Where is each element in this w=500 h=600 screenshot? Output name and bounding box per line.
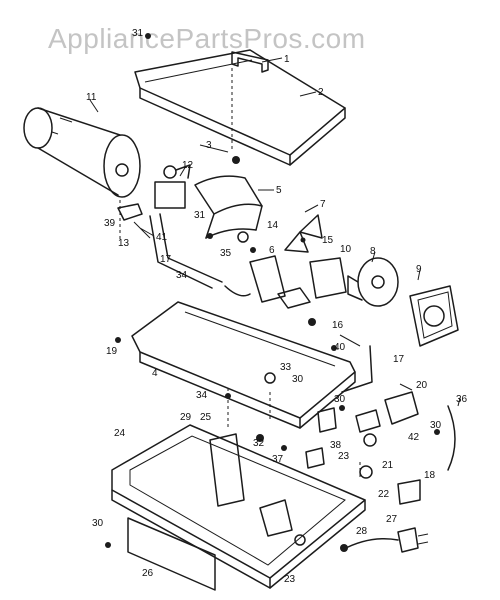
fan-guard-part [409, 285, 459, 347]
part-label-5: 5 [276, 185, 282, 196]
part-label-33: 33 [280, 362, 292, 373]
assembly-guide-lines [119, 68, 361, 480]
power-cord-part [341, 527, 429, 553]
part-label-13: 13 [118, 238, 130, 249]
fan-shroud-part [194, 175, 263, 239]
part-label-31b: 31 [194, 210, 206, 221]
fan-blade-part [237, 214, 323, 253]
fuel-nozzle-assembly [117, 164, 191, 239]
part-label-25: 25 [200, 412, 212, 423]
part-label-30b: 30 [334, 394, 346, 405]
motor-bracket-part [277, 257, 347, 309]
top-cover-part [134, 49, 346, 166]
part-label-4: 4 [152, 368, 158, 379]
part-label-17a: 17 [160, 254, 172, 265]
fuel-line-part [149, 213, 373, 393]
part-label-39: 39 [104, 218, 116, 229]
part-label-11: 11 [86, 92, 97, 103]
part-label-34b: 34 [196, 390, 208, 401]
part-label-23b: 23 [284, 574, 296, 585]
part-label-22: 22 [378, 489, 390, 500]
part-label-2: 2 [318, 87, 324, 98]
fasteners [105, 33, 440, 552]
part-label-29: 29 [180, 412, 192, 423]
control-box-part [305, 391, 421, 505]
part-label-27: 27 [386, 514, 398, 525]
part-label-30c: 30 [430, 420, 442, 431]
motor-part [347, 257, 399, 307]
part-label-31a: 31 [132, 28, 144, 39]
part-label-40: 40 [334, 342, 346, 353]
part-label-20: 20 [416, 380, 428, 391]
fan-support-part [224, 255, 286, 303]
part-label-6: 6 [269, 245, 275, 256]
part-label-41: 41 [156, 232, 168, 243]
part-label-35: 35 [220, 248, 232, 259]
combustion-chamber-part [23, 107, 141, 198]
part-label-9: 9 [416, 264, 422, 275]
part-label-7: 7 [320, 199, 326, 210]
base-plate-part [131, 301, 356, 429]
part-label-37: 37 [272, 454, 284, 465]
wire-harness-part [447, 405, 456, 471]
part-label-14: 14 [267, 220, 279, 231]
part-labels: 1 2 3 4 5 6 7 8 9 10 11 12 13 14 15 16 1… [86, 28, 468, 585]
part-label-1: 1 [284, 54, 290, 65]
part-label-36: 36 [456, 394, 468, 405]
part-label-19: 19 [106, 346, 118, 357]
base-pan-part [111, 424, 366, 589]
watermark-text: AppliancePartsPros.com [48, 23, 366, 54]
part-label-23a: 23 [338, 451, 350, 462]
part-label-26: 26 [142, 568, 154, 579]
part-label-17b: 17 [393, 354, 405, 365]
part-label-3: 3 [206, 140, 212, 151]
part-label-18: 18 [424, 470, 436, 481]
part-label-24: 24 [114, 428, 126, 439]
leader-lines [89, 57, 461, 407]
part-label-30a: 30 [292, 374, 304, 385]
part-label-42: 42 [408, 432, 420, 443]
part-label-8: 8 [370, 246, 376, 257]
part-label-30d: 30 [92, 518, 104, 529]
part-label-15: 15 [322, 235, 334, 246]
part-label-16: 16 [332, 320, 344, 331]
part-label-10: 10 [340, 244, 352, 255]
part-label-34a: 34 [176, 270, 188, 281]
front-panel-part [127, 517, 216, 591]
part-label-28: 28 [356, 526, 368, 537]
carry-handle-part [231, 51, 269, 73]
part-label-38: 38 [330, 440, 342, 451]
part-label-32: 32 [253, 438, 265, 449]
part-label-21: 21 [382, 460, 394, 471]
part-label-12: 12 [182, 160, 194, 171]
